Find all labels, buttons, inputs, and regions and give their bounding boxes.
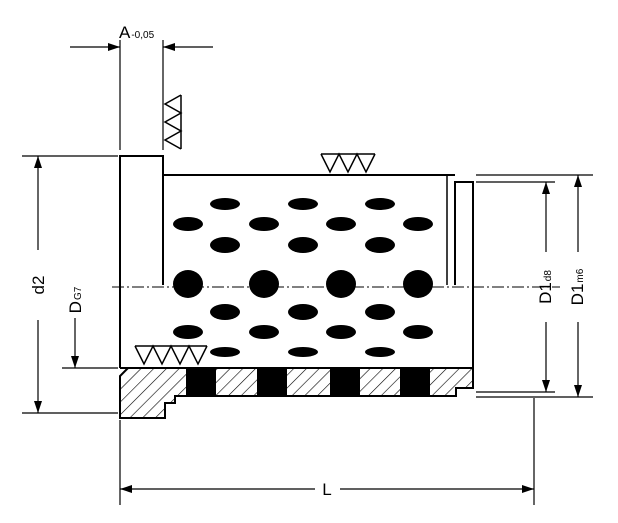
graphite-insert	[249, 270, 279, 298]
dimension-d2-label: d2	[29, 276, 48, 295]
graphite-plug	[330, 368, 360, 396]
graphite-insert	[326, 325, 356, 339]
graphite-insert	[365, 237, 395, 253]
dimension-l-label: L	[322, 480, 331, 499]
graphite-insert	[288, 347, 318, 357]
graphite-insert	[288, 237, 318, 253]
surface-finish-symbol	[163, 94, 183, 150]
section-view	[119, 367, 474, 419]
graphite-insert	[288, 304, 318, 320]
dimension-d-label: DG7	[66, 286, 85, 313]
dimension-a	[70, 40, 213, 150]
graphite-plug	[186, 368, 216, 396]
graphite-insert	[403, 217, 433, 231]
graphite-insert	[173, 325, 203, 339]
surface-finish-symbol	[134, 344, 208, 366]
graphite-insert	[326, 270, 356, 298]
graphite-insert	[210, 304, 240, 320]
dimension-d1-m6	[476, 174, 593, 398]
dimension-d1-d8-label: D1d8	[536, 270, 555, 304]
graphite-insert	[288, 198, 318, 210]
graphite-insert	[210, 198, 240, 210]
graphite-insert	[249, 217, 279, 231]
dimension-d1-m6-label: D1m6	[568, 268, 587, 305]
dimension-d2	[22, 155, 118, 414]
dimension-a-label: A-0,05	[119, 23, 155, 42]
graphite-insert	[403, 270, 433, 298]
graphite-insert	[365, 347, 395, 357]
graphite-insert	[365, 304, 395, 320]
surface-finish-symbol	[320, 152, 376, 174]
graphite-plug	[400, 368, 430, 396]
graphite-insert	[173, 270, 203, 298]
dimension-l	[119, 398, 535, 505]
graphite-plug	[257, 368, 287, 396]
graphite-insert	[210, 237, 240, 253]
graphite-insert	[173, 217, 203, 231]
graphite-insert	[326, 217, 356, 231]
dimension-d1-d8	[476, 181, 555, 393]
dimension-d	[62, 318, 118, 369]
graphite-insert	[249, 325, 279, 339]
graphite-insert	[403, 325, 433, 339]
graphite-inserts	[173, 198, 433, 357]
graphite-insert	[210, 347, 240, 357]
graphite-insert	[365, 198, 395, 210]
